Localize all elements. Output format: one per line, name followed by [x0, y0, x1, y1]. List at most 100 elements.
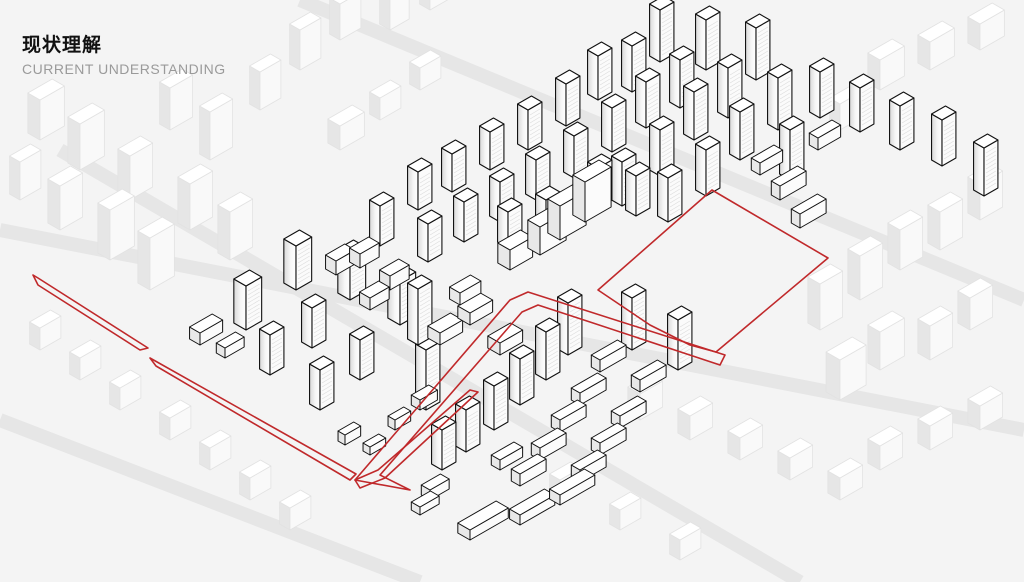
facade-line: [313, 306, 325, 314]
facade-line: [547, 362, 559, 370]
facade-line: [321, 392, 333, 400]
facade-line: [419, 319, 431, 327]
context-building: [867, 425, 904, 471]
tower-building: [555, 69, 581, 127]
tower-building: [587, 41, 613, 101]
facade-line: [575, 148, 587, 156]
facade-line: [741, 142, 753, 150]
facade-line: [669, 176, 681, 184]
facade-line: [679, 336, 691, 344]
context-building: [249, 53, 282, 111]
facade-line: [599, 62, 611, 70]
facade-line: [529, 124, 541, 132]
facade-line: [779, 80, 791, 88]
context-building: [159, 399, 192, 441]
facade-line: [429, 240, 441, 248]
facade-line: [661, 20, 673, 28]
facade-line: [419, 295, 431, 303]
facade-line: [741, 130, 753, 138]
context-building: [957, 277, 994, 331]
facade-line: [567, 104, 579, 112]
tower-building: [417, 209, 443, 263]
context-building: [867, 310, 905, 371]
facade-line: [599, 54, 611, 62]
facade-line: [633, 46, 645, 54]
context-building: [159, 68, 194, 131]
context-building: [967, 2, 1005, 51]
facade-line: [419, 299, 431, 307]
facade-line: [791, 158, 803, 166]
facade-line: [567, 92, 579, 100]
lowrise-building: [510, 453, 547, 487]
facade-line: [443, 440, 455, 448]
facade-line: [529, 108, 541, 116]
facade-line: [985, 174, 997, 182]
facade-line: [501, 192, 513, 200]
facade-line: [453, 154, 465, 162]
facade-line: [491, 140, 503, 148]
facade-line: [679, 344, 691, 352]
facade-line: [247, 283, 260, 292]
facade-line: [861, 90, 873, 98]
facade-line: [313, 326, 325, 334]
facade-line: [779, 112, 791, 120]
facade-line: [599, 86, 611, 94]
facade-line: [495, 404, 507, 412]
facade-line: [633, 300, 645, 308]
facade-line: [381, 232, 393, 240]
context-building: [369, 79, 402, 121]
context-building: [329, 0, 362, 41]
facade-line: [669, 180, 681, 188]
facade-line: [791, 146, 803, 154]
facade-line: [467, 434, 479, 442]
facade-line: [297, 247, 310, 256]
facade-line: [529, 132, 541, 140]
context-building: [609, 491, 642, 531]
facade-line: [861, 106, 873, 114]
facade-line: [271, 345, 283, 353]
site-boundary-corridor: [354, 291, 726, 491]
facade-line: [547, 350, 559, 358]
facade-line: [779, 100, 791, 108]
facade-line: [647, 98, 659, 106]
facade-line: [729, 92, 741, 100]
lowrise-building: [215, 331, 245, 359]
context-building: [777, 437, 814, 481]
facade-line: [419, 315, 431, 323]
facade-line: [297, 267, 310, 276]
facade-line: [529, 128, 541, 136]
facade-line: [381, 224, 393, 232]
tower-building: [695, 135, 721, 197]
facade-line: [427, 364, 439, 372]
facade-line: [419, 196, 431, 204]
facade-line: [419, 192, 431, 200]
facade-line: [427, 356, 439, 364]
facade-line: [637, 186, 649, 194]
tower-building: [745, 13, 771, 81]
facade-line: [661, 150, 673, 158]
facade-line: [491, 156, 503, 164]
facade-line: [791, 138, 803, 146]
facade-line: [247, 287, 260, 296]
facade-line: [707, 150, 719, 158]
facade-line: [985, 182, 997, 190]
facade-line: [381, 216, 393, 224]
facade-line: [419, 307, 431, 315]
tower-building: [431, 415, 457, 471]
facade-line: [381, 204, 393, 212]
facade-line: [791, 150, 803, 158]
tower-building: [683, 77, 709, 141]
tower-building: [973, 133, 999, 197]
tower-building: [931, 105, 957, 167]
facade-line: [529, 116, 541, 124]
facade-line: [569, 341, 581, 349]
facade-line: [779, 92, 791, 100]
facade-line: [707, 182, 719, 190]
facade-line: [429, 224, 441, 232]
facade-line: [647, 106, 659, 114]
facade-line: [861, 86, 873, 94]
facade-line: [599, 58, 611, 66]
facade-line: [381, 220, 393, 228]
facade-line: [681, 66, 693, 74]
facade-line: [567, 88, 579, 96]
